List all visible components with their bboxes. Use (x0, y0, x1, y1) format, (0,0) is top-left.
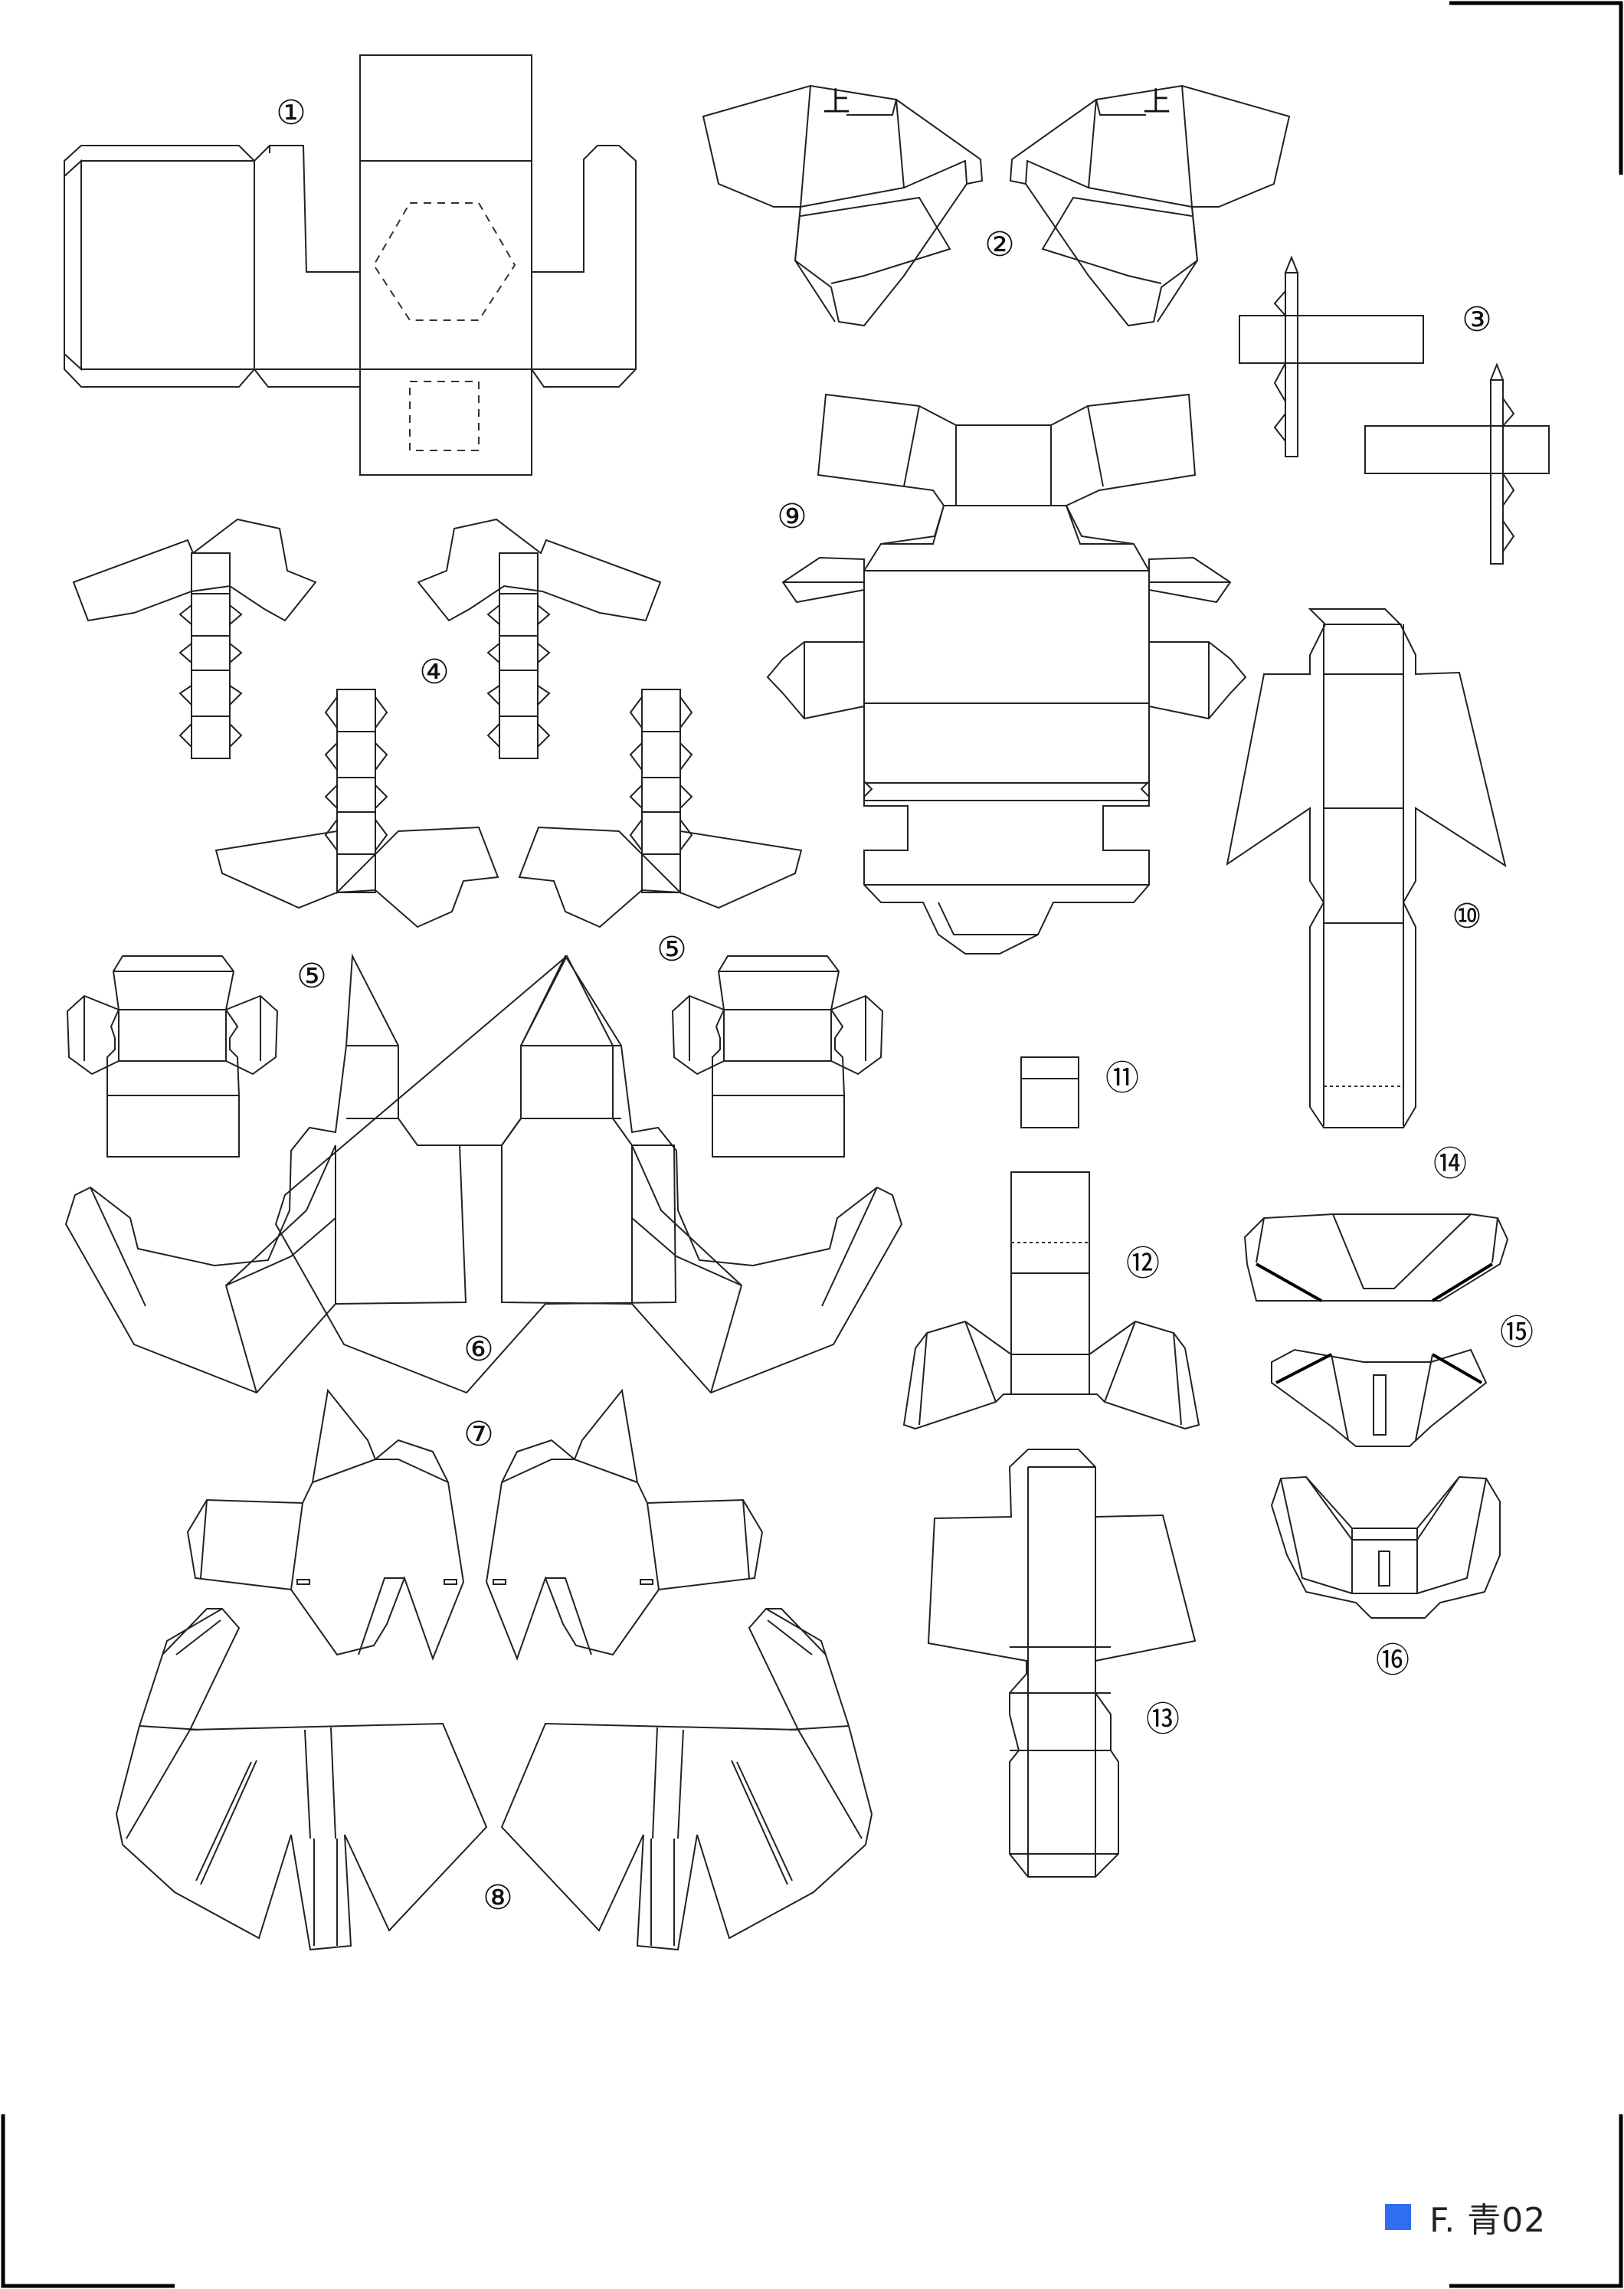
part-8-wing-pieces (115, 1607, 873, 1951)
part-number-2: ② (984, 225, 1015, 264)
part-number-8: ⑧ (483, 1878, 513, 1917)
part-number-10: ⑩ (1452, 897, 1482, 936)
part-number-6: ⑥ (463, 1330, 494, 1369)
color-swatch (1385, 2204, 1411, 2230)
part-15-piece (1271, 1348, 1488, 1447)
part-10-column-piece (1226, 608, 1507, 1128)
part-number-9: ⑨ (777, 497, 807, 536)
part-14-piece (1243, 1213, 1509, 1302)
part-3-pin-pieces (1239, 255, 1550, 565)
part-number-16: ⑯ (1376, 1641, 1410, 1680)
part-16-piece (1270, 1475, 1501, 1619)
part-number-12: ⑫ (1126, 1244, 1160, 1283)
part-number-4: ④ (419, 653, 450, 692)
part-number-1: ① (276, 93, 306, 133)
part-1-box-net (64, 54, 637, 476)
part-13-column-piece (927, 1449, 1197, 1878)
part-9-torso-net (766, 393, 1247, 955)
part-number-15: ⑮ (1500, 1313, 1534, 1352)
part-number-7: ⑦ (463, 1415, 494, 1454)
part-2-shoulder-pieces (702, 84, 1291, 327)
part-11-small-block (1020, 1056, 1079, 1128)
part-number-5a: ⑤ (296, 957, 327, 996)
part-number-13: ⑬ (1146, 1700, 1180, 1739)
part-12-piece (902, 1171, 1200, 1430)
part-number-5b: ⑤ (656, 930, 687, 969)
part-number-11: ⑪ (1105, 1059, 1139, 1098)
part-number-3: ③ (1462, 300, 1492, 339)
top-mark-right: 上 (1142, 87, 1171, 118)
part-6-leg-pieces (64, 953, 903, 1394)
top-mark-left: 上 (822, 87, 851, 118)
part-5-hand-pieces (66, 955, 884, 1158)
part-number-14: ⑭ (1433, 1144, 1467, 1184)
part-7-foot-pieces (186, 1388, 764, 1661)
sheet-footer: F. 青02 (1385, 2192, 1546, 2242)
sheet-label: F. 青02 (1429, 2201, 1547, 2240)
part-4-limb-pieces (72, 518, 803, 928)
